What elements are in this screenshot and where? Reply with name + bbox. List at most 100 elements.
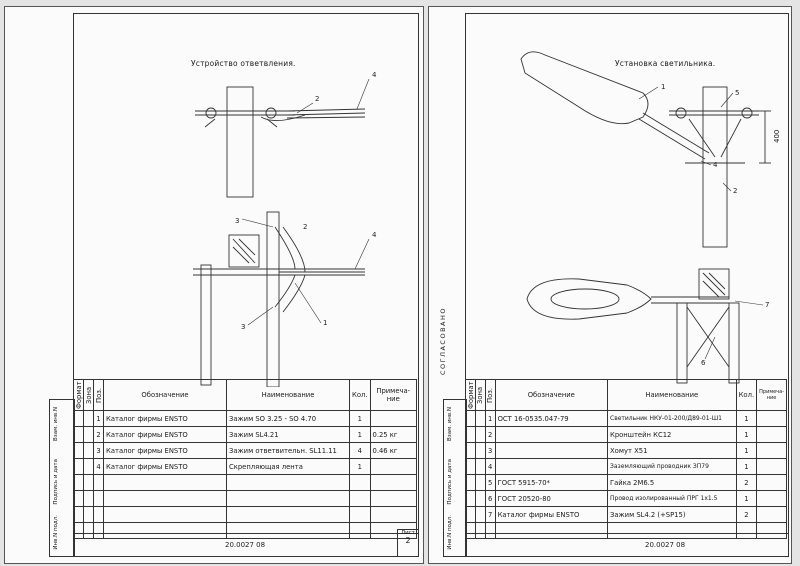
left-drawing-sheet: Устройство ответвления.: [4, 6, 424, 564]
header-format: Формат: [73, 379, 84, 411]
row-name: Хомут Х51: [607, 442, 737, 459]
sheet-number-box: Лист 2: [397, 529, 419, 557]
row-name: Гайка 2М6.5: [607, 474, 737, 491]
row-pos: 2: [93, 426, 104, 443]
callout-3b: 3: [241, 323, 245, 331]
callout-2: 2: [733, 187, 737, 195]
header-pos: Поз.: [93, 379, 104, 411]
table-row: 1 ОСТ 16-0535.047-79 Светильник НКУ-01-2…: [465, 410, 787, 427]
row-qty: 1: [735, 490, 758, 507]
row-pos: 1: [93, 410, 104, 427]
row-name: Зажим SL4.21: [226, 426, 350, 443]
row-qty: 4: [349, 442, 371, 459]
document-number: 20.0027 08: [225, 541, 266, 549]
table-row: 3 Каталог фирмы ENSTO Зажим ответвительн…: [73, 442, 417, 459]
callout-4: 4: [713, 161, 718, 169]
side-label-signature: Подпись и дата: [447, 459, 453, 505]
table-row: 4 Каталог фирмы ENSTO Скрепляющая лента …: [73, 458, 417, 475]
row-designation: ГОСТ 5915-70*: [494, 474, 609, 491]
row-qty: 1: [349, 458, 371, 475]
row-designation: Каталог фирмы ENSTO: [103, 410, 227, 427]
row-qty: 1: [735, 410, 758, 427]
callout-2: 2: [315, 95, 319, 103]
row-name: Зажим SO 3.25 - SO 4.70: [226, 410, 350, 427]
side-label-signature: Подпись и дата: [53, 459, 59, 505]
row-note: 0.25 кг: [369, 426, 417, 443]
row-name: Зажим SL4.2 (+SP15): [607, 506, 737, 523]
callout-6: 6: [701, 359, 706, 367]
header-name: Наименование: [607, 379, 737, 411]
side-label-inventory: Инв.N подл.: [447, 515, 453, 550]
callout-5: 5: [735, 89, 739, 97]
drawing-title: Устройство ответвления.: [191, 59, 296, 68]
table-row-empty: [73, 506, 417, 523]
row-pos: 4: [484, 458, 496, 475]
table-row: 2 Кронштейн КС12 1: [465, 426, 787, 443]
approved-stamp: СОГЛАСОВАНО: [439, 307, 447, 376]
row-designation: ОСТ 16-0535.047-79: [494, 410, 609, 427]
luminaire-installation-drawing: 1 5 4 2 400 7 6: [520, 51, 781, 384]
callout-1: 1: [661, 83, 665, 91]
header-name: Наименование: [226, 379, 350, 411]
callout-7: 7: [765, 301, 769, 309]
row-designation: Каталог фирмы ENSTO: [103, 458, 227, 475]
side-stamp-column: [49, 399, 75, 557]
table-row-empty: [73, 490, 417, 507]
row-pos: 6: [484, 490, 496, 507]
row-qty: 2: [735, 474, 758, 491]
row-pos: 1: [484, 410, 496, 427]
callout-2b: 2: [303, 223, 307, 231]
row-pos: 3: [93, 442, 104, 459]
row-qty: 1: [735, 426, 758, 443]
row-qty: 1: [349, 426, 371, 443]
row-note: 0.46 кг: [369, 442, 417, 459]
header-pos: Поз.: [485, 379, 496, 411]
row-designation: [494, 426, 609, 443]
table-row: 4 Заземляющий проводник ЗП79 1: [465, 458, 787, 475]
table-row: 7 Каталог фирмы ENSTO Зажим SL4.2 (+SP15…: [465, 506, 787, 523]
header-qty: Кол.: [349, 379, 371, 411]
row-designation: [494, 458, 609, 475]
side-label-replace: Взам. инв.N: [53, 407, 59, 441]
row-qty: 1: [349, 410, 371, 427]
header-designation: Обозначение: [494, 379, 609, 411]
row-name: Светильник НКУ-01-200/Д89-01-Ш1: [607, 410, 737, 427]
header-zone: Зона: [83, 379, 94, 411]
header-designation: Обозначение: [103, 379, 227, 411]
row-designation: ГОСТ 20520-80: [494, 490, 609, 507]
specification-table: Формат Зона Поз. Обозначение Наименовани…: [465, 379, 787, 539]
pole-top-view: [226, 86, 254, 198]
table-row-empty: [465, 522, 787, 539]
drawing-title: Установка светильника.: [615, 59, 716, 68]
row-name: Кронштейн КС12: [607, 426, 737, 443]
callout-4b: 4: [372, 231, 377, 239]
header-qty: Кол.: [735, 379, 758, 411]
side-label-inventory: Инв.N подл.: [53, 515, 59, 550]
row-qty: 1: [735, 442, 758, 459]
table-row: 5 ГОСТ 5915-70* Гайка 2М6.5 2: [465, 474, 787, 491]
sheet-label: Лист: [401, 530, 415, 536]
row-designation: [494, 442, 609, 459]
row-pos: 2: [484, 426, 496, 443]
dimension-400: 400: [773, 130, 781, 143]
callout-3: 3: [235, 217, 239, 225]
table-row: 6 ГОСТ 20520-80 Провод изолированный ПРГ…: [465, 490, 787, 507]
row-name: Скрепляющая лента: [226, 458, 350, 475]
row-qty: 2: [735, 506, 758, 523]
header-note: Примеча-ние: [756, 379, 787, 411]
side-label-replace: Взам. инв.N: [447, 407, 453, 441]
header-zone: Зона: [475, 379, 486, 411]
row-name: Зажим ответвительн. SL11.11: [226, 442, 350, 459]
row-pos: 7: [484, 506, 496, 523]
header-note: Примеча-ние: [369, 379, 417, 411]
table-row-empty: [73, 474, 417, 491]
row-name: Заземляющий проводник ЗП79: [607, 458, 737, 475]
row-pos: 3: [484, 442, 496, 459]
row-qty: 1: [735, 458, 758, 475]
sheet-number: 2: [405, 536, 411, 545]
row-name: Провод изолированный ПРГ 1х1.5: [607, 490, 737, 507]
table-row: 2 Каталог фирмы ENSTO Зажим SL4.21 1 0.2…: [73, 426, 417, 443]
callout-4: 4: [372, 71, 377, 79]
document-number: 20.0027 08: [645, 541, 686, 549]
row-pos: 5: [484, 474, 496, 491]
